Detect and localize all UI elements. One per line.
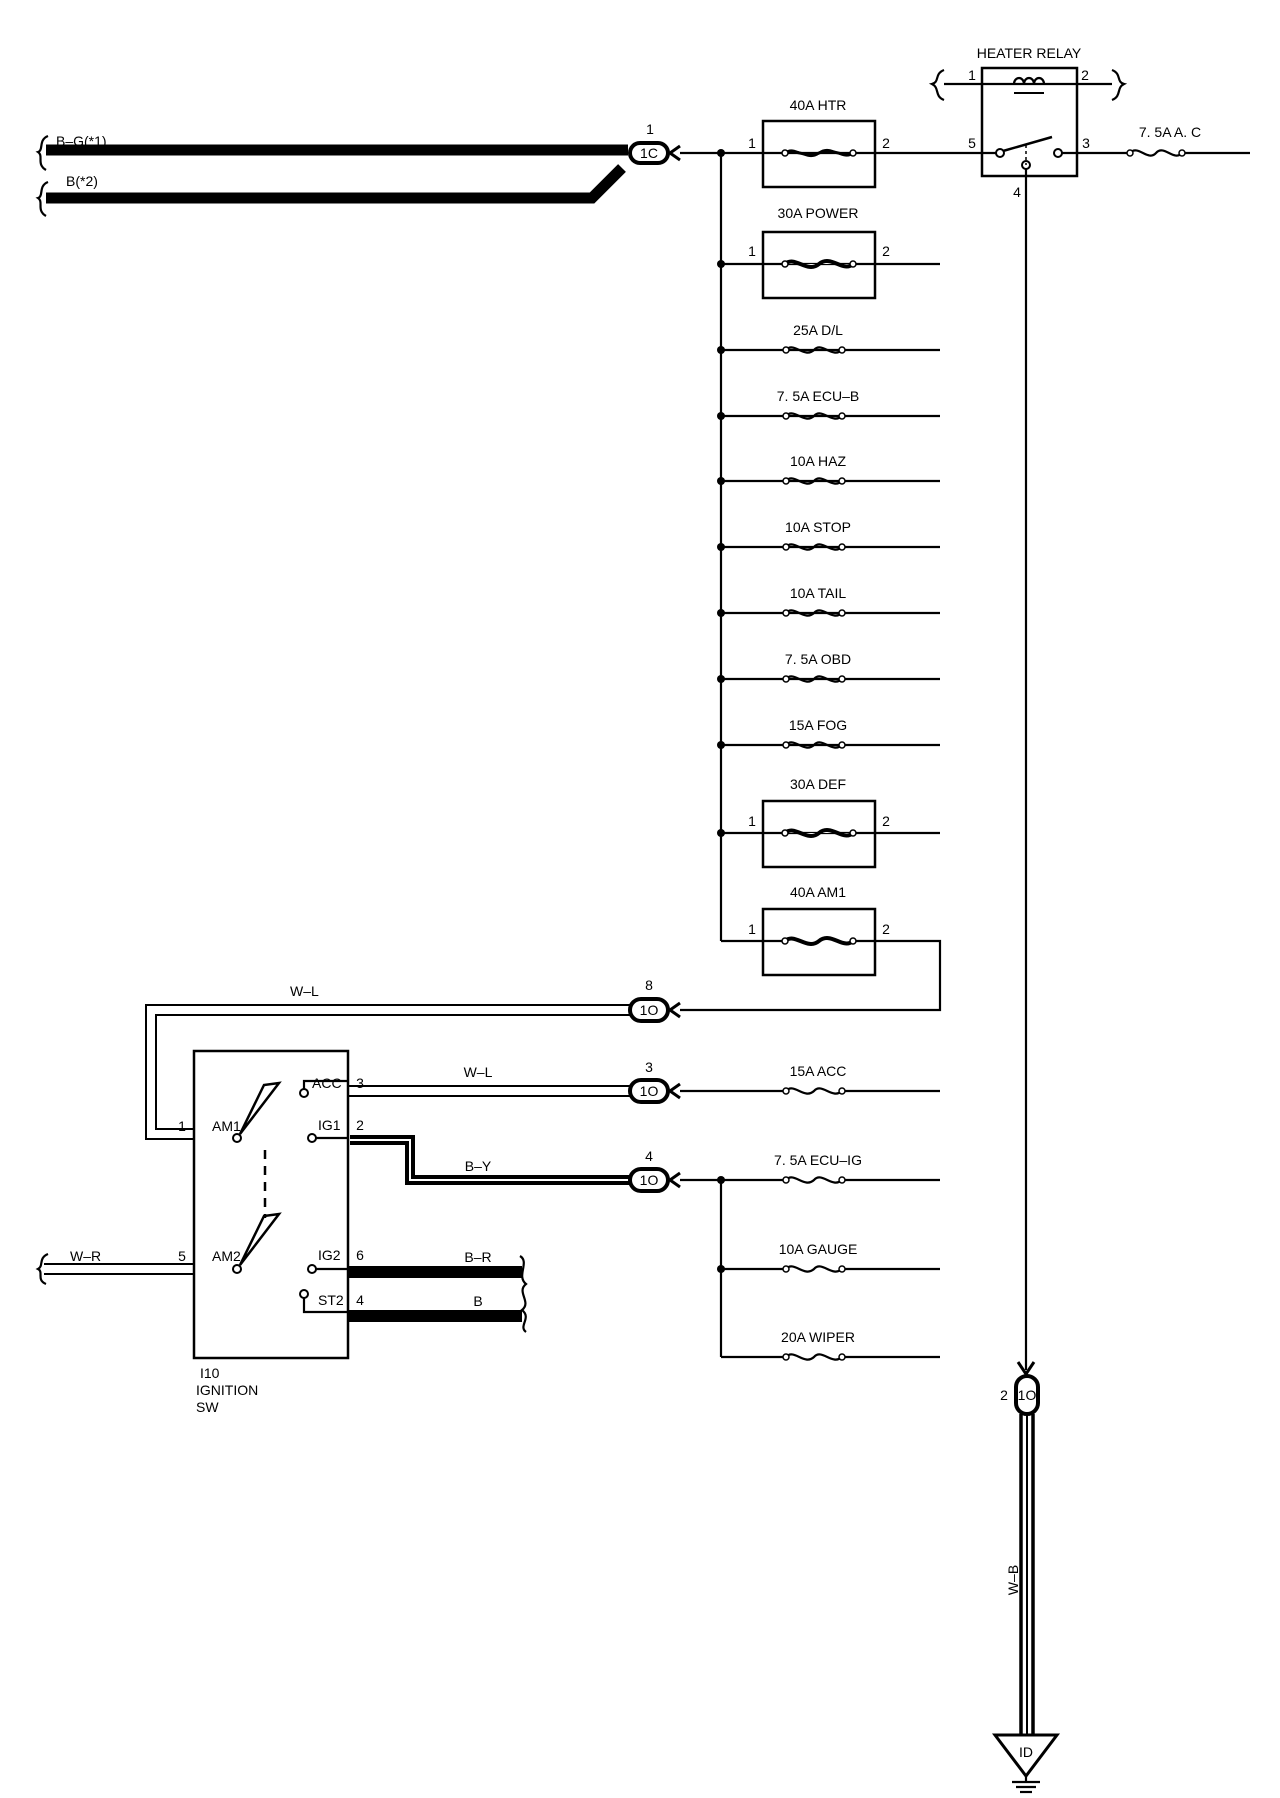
ignition-switch-name: IGNITION (196, 1382, 258, 1398)
wire-label-wl-acc: W–L (464, 1064, 493, 1080)
fuse-power-label: 30A POWER (778, 205, 859, 221)
svg-text:ACC: ACC (312, 1075, 342, 1091)
svg-text:8: 8 (645, 977, 653, 993)
wire-label-b2: B(*2) (66, 173, 98, 189)
fuse-10a-haz: 10A HAZ (717, 453, 940, 485)
fuse-acc-label: 15A ACC (790, 1063, 847, 1079)
fuse-30a-def: 30A DEF 1 2 (717, 776, 940, 869)
heater-relay-title: HEATER RELAY (977, 45, 1082, 61)
svg-text:1: 1 (748, 135, 756, 151)
fuse-7-5a-ecu-ig: 7. 5A ECU–IG (774, 1152, 940, 1184)
connector-1o-pin8: 1O 8 (628, 977, 681, 1023)
svg-text:1: 1 (178, 1118, 186, 1134)
svg-text:2: 2 (882, 135, 890, 151)
fuse-fog-label: 15A FOG (789, 717, 847, 733)
fuse-40a-am1: 40A AM1 1 2 (680, 884, 942, 1012)
wire-w-r: W–R (35, 1248, 194, 1286)
fuse-10a-gauge: 10A GAUGE (717, 1241, 940, 1273)
svg-text:1: 1 (968, 67, 976, 83)
fuse-10a-stop: 10A STOP (717, 519, 940, 551)
svg-text:2: 2 (1000, 1387, 1008, 1403)
svg-text:3: 3 (645, 1059, 653, 1075)
heater-relay: HEATER RELAY 1 2 5 3 4 (928, 45, 1130, 200)
fuse-7-5a-ac: 7. 5A A. C (1126, 124, 1250, 157)
svg-text:AM2: AM2 (212, 1248, 241, 1264)
fuse-stop-label: 10A STOP (785, 519, 851, 535)
svg-text:5: 5 (968, 135, 976, 151)
svg-text:4: 4 (645, 1148, 653, 1164)
wire-label-wl-top: W–L (290, 983, 319, 999)
fuse-25a-dl: 25A D/L (717, 322, 940, 354)
connector-1c: 1C 1 (628, 121, 681, 165)
fuse-def-label: 30A DEF (790, 776, 846, 792)
fuse-dl-label: 25A D/L (793, 322, 843, 338)
svg-text:1: 1 (748, 813, 756, 829)
fuse-10a-tail: 10A TAIL (717, 585, 940, 617)
connector-1c-label: 1C (640, 145, 658, 161)
svg-text:IG2: IG2 (318, 1247, 341, 1263)
svg-text:2: 2 (882, 243, 890, 259)
fuse-15a-acc: 15A ACC (782, 1063, 940, 1095)
svg-text:5: 5 (178, 1248, 186, 1264)
svg-text:1: 1 (748, 921, 756, 937)
wire-ig1-b-y: B–Y (350, 1135, 630, 1185)
svg-text:1O: 1O (640, 1002, 659, 1018)
ground-label: ID (1019, 1744, 1033, 1760)
svg-text:2: 2 (882, 921, 890, 937)
connector-1c-pin: 1 (646, 121, 654, 137)
svg-text:4: 4 (356, 1292, 364, 1308)
input-harness: B–G(*1) B(*2) (35, 133, 628, 217)
fuse-ecuig-label: 7. 5A ECU–IG (774, 1152, 862, 1168)
fuse-obd-label: 7. 5A OBD (785, 651, 851, 667)
wire-st2-b: B (348, 1255, 528, 1333)
wire-label-br: B–R (464, 1249, 491, 1265)
svg-text:1: 1 (748, 243, 756, 259)
svg-text:3: 3 (1082, 135, 1090, 151)
wire-label-wb: W–B (1005, 1565, 1021, 1595)
fuse-20a-wiper: 20A WIPER (721, 1329, 940, 1361)
wire-label-bg1: B–G(*1) (56, 133, 107, 149)
wire-w-l-am1: W–L (145, 983, 630, 1140)
fuse-htr-label: 40A HTR (790, 97, 847, 113)
svg-text:1O: 1O (640, 1172, 659, 1188)
svg-text:1O: 1O (1018, 1387, 1037, 1403)
svg-text:ST2: ST2 (318, 1292, 344, 1308)
fuse-haz-label: 10A HAZ (790, 453, 846, 469)
fuse-am1-label: 40A AM1 (790, 884, 846, 900)
wire-acc-w-l: W–L (348, 1064, 630, 1097)
connector-1o-pin3: 1O 3 (628, 1059, 786, 1104)
svg-text:IG1: IG1 (318, 1117, 341, 1133)
ignition-switch-code: I10 (200, 1365, 220, 1381)
svg-text:6: 6 (356, 1247, 364, 1263)
fuse-tail-label: 10A TAIL (790, 585, 847, 601)
fuse-40a-htr: 40A HTR 1 2 (748, 97, 890, 189)
wire-label-by: B–Y (465, 1158, 492, 1174)
fuse-15a-fog: 15A FOG (717, 717, 940, 749)
svg-text:2: 2 (356, 1117, 364, 1133)
wire-w-b: W–B (1005, 1414, 1035, 1735)
svg-text:3: 3 (356, 1075, 364, 1091)
fuse-7-5a-obd: 7. 5A OBD (717, 651, 940, 683)
connector-1o-pin4: 1O 4 (628, 1148, 786, 1357)
svg-text:1O: 1O (640, 1083, 659, 1099)
wire-label-b: B (473, 1293, 482, 1309)
fuse-ecub-label: 7. 5A ECU–B (777, 388, 860, 404)
fuse-7-5a-ecu-b: 7. 5A ECU–B (717, 388, 940, 420)
ground-point-id: ID (991, 1733, 1061, 1794)
relay-ground-wire (1016, 169, 1036, 1377)
svg-text:2: 2 (1081, 67, 1089, 83)
ignition-switch: AM1 1 AM2 5 ACC 3 IG1 2 IG2 6 ST2 4 I10 … (178, 1049, 364, 1415)
svg-text:4: 4 (1013, 184, 1021, 200)
wire-label-wr: W–R (70, 1248, 101, 1264)
fuse-ac-label: 7. 5A A. C (1139, 124, 1201, 140)
svg-text:AM1: AM1 (212, 1118, 241, 1134)
wire-ig2-b-r: B–R (348, 1249, 522, 1278)
fuse-wiper-label: 20A WIPER (781, 1329, 855, 1345)
svg-text:SW: SW (196, 1399, 219, 1415)
svg-text:2: 2 (882, 813, 890, 829)
fuse-gauge-label: 10A GAUGE (779, 1241, 858, 1257)
connector-1o-pin2: 1O 2 (1000, 1374, 1040, 1416)
fuse-30a-power: 30A POWER 1 2 (717, 205, 940, 300)
